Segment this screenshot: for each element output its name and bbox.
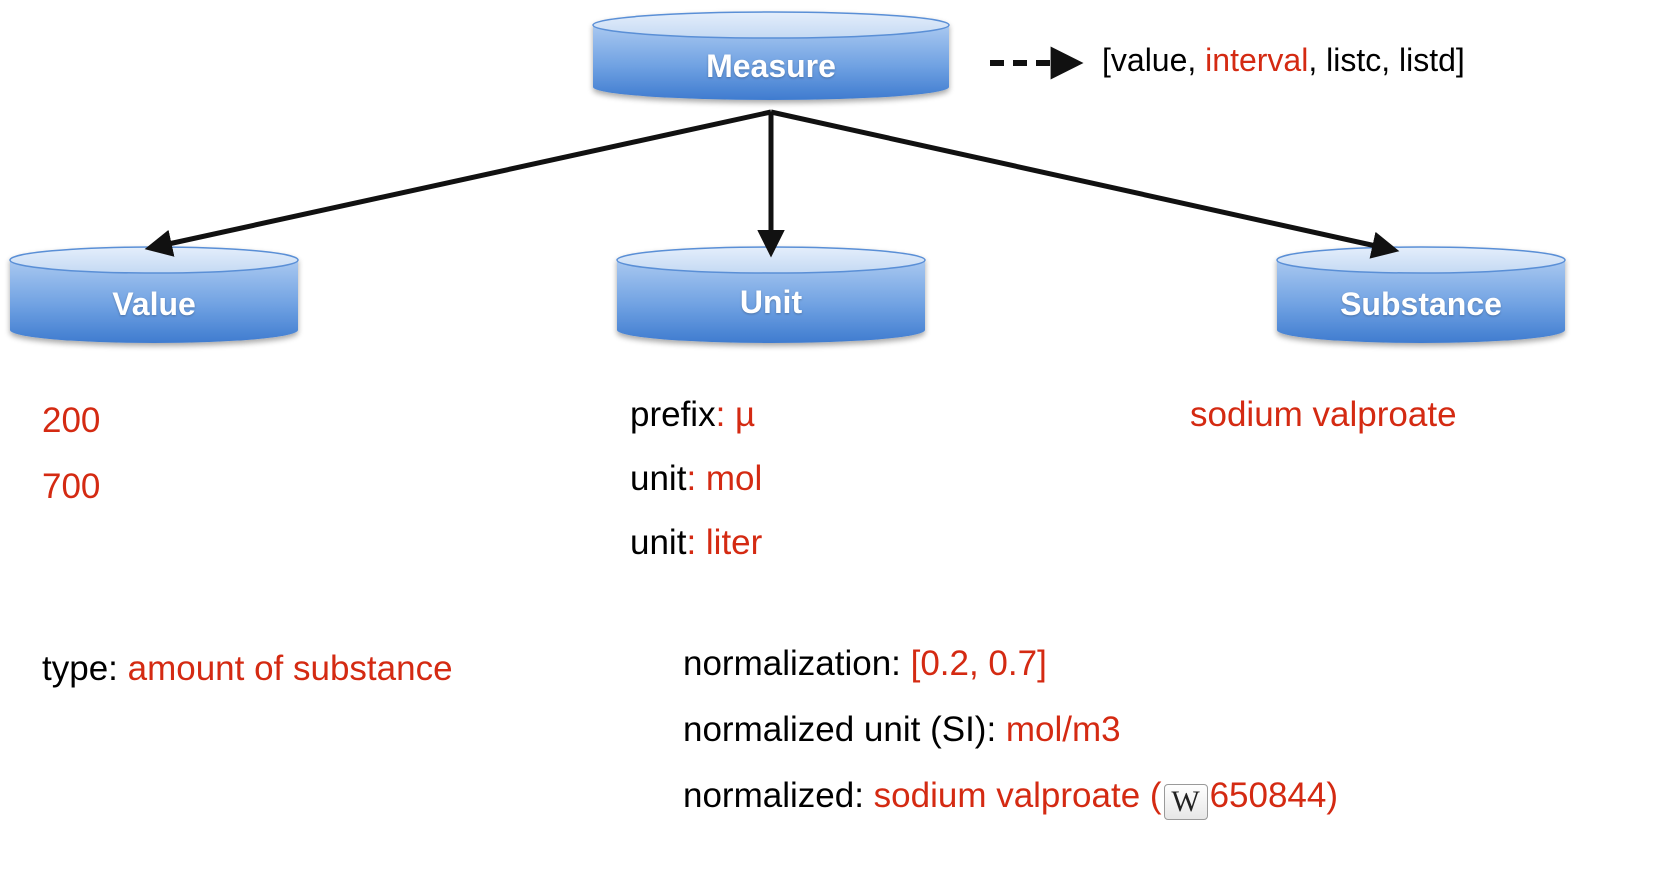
unit-prefix-key: prefix (630, 395, 716, 434)
unit-liter-value: liter (705, 523, 763, 562)
normalization-value: [0.2, 0.7] (910, 644, 1047, 683)
unit-liter-key: unit (630, 523, 687, 562)
edge-measure-substance (770, 109, 1400, 259)
type-value: amount of substance (127, 649, 453, 688)
normalized-unit-key: normalized unit (SI): (683, 710, 1006, 749)
unit-mol-line: unit: mol (630, 458, 762, 500)
value-item-1: 200 (42, 401, 101, 440)
node-substance (1276, 246, 1566, 343)
unit-mol-sep: : (686, 459, 706, 498)
node-measure (592, 11, 950, 100)
normalized-value-after: 650844) (1209, 776, 1339, 815)
legend-highlight: interval (1205, 42, 1309, 78)
edge-measure-value (144, 109, 772, 257)
normalization-line: normalization: [0.2, 0.7] (683, 643, 1047, 685)
substance-item: sodium valproate (1190, 395, 1457, 434)
normalized-unit-line: normalized unit (SI): mol/m3 (683, 709, 1121, 751)
normalized-unit-value: mol/m3 (1005, 710, 1121, 749)
wikipedia-icon[interactable]: W (1163, 784, 1208, 820)
legend-open: [value, (1102, 42, 1206, 78)
unit-mol-value: mol (705, 459, 763, 498)
type-line: type: amount of substance (42, 648, 453, 690)
node-label-value: Value (112, 286, 196, 322)
normalized-key: normalized: (683, 776, 874, 815)
unit-liter-line: unit: liter (630, 522, 762, 564)
unit-prefix-value: µ (735, 395, 756, 434)
legend-text: [value, interval, listc, listd] (1102, 40, 1465, 80)
node-value (9, 246, 299, 343)
value-item-2: 700 (42, 467, 101, 506)
unit-prefix-sep: : (715, 395, 736, 434)
node-label-unit: Unit (739, 284, 803, 320)
type-key: type: (42, 649, 128, 688)
node-label-substance: Substance (1340, 286, 1502, 322)
unit-mol-key: unit (630, 459, 687, 498)
node-label-measure: Measure (706, 48, 836, 84)
legend-rest: , listc, listd] (1308, 42, 1465, 78)
unit-liter-sep: : (686, 523, 706, 562)
normalized-value-before: sodium valproate ( (873, 776, 1162, 815)
normalization-key: normalization: (683, 644, 911, 683)
unit-prefix-line: prefix: µ (630, 394, 755, 436)
